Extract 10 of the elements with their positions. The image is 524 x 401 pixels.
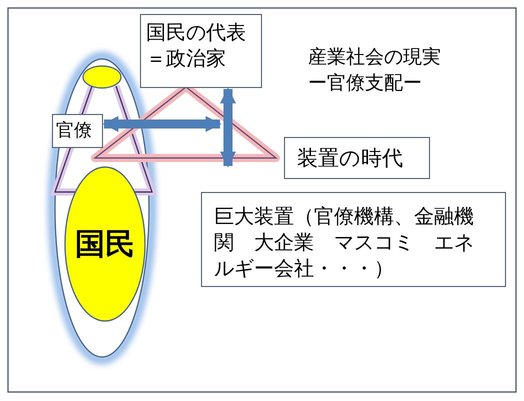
label-box: 国民の代表＝政治家 [140, 14, 262, 88]
text-box: 巨大装置（官僚機構、金融機関 大企業 マスコミ エネルギー会社・・・） [201, 192, 506, 287]
double-arrow [220, 87, 236, 168]
label-box: 装置の時代 [284, 137, 430, 179]
ellipse-label: 国民 [75, 226, 135, 264]
double-arrow [102, 116, 222, 132]
label-box: 官僚 [52, 114, 103, 148]
ellipse [82, 65, 122, 89]
ellipse [64, 166, 146, 322]
title: 産業社会の現実ー官僚支配ー [308, 45, 442, 96]
